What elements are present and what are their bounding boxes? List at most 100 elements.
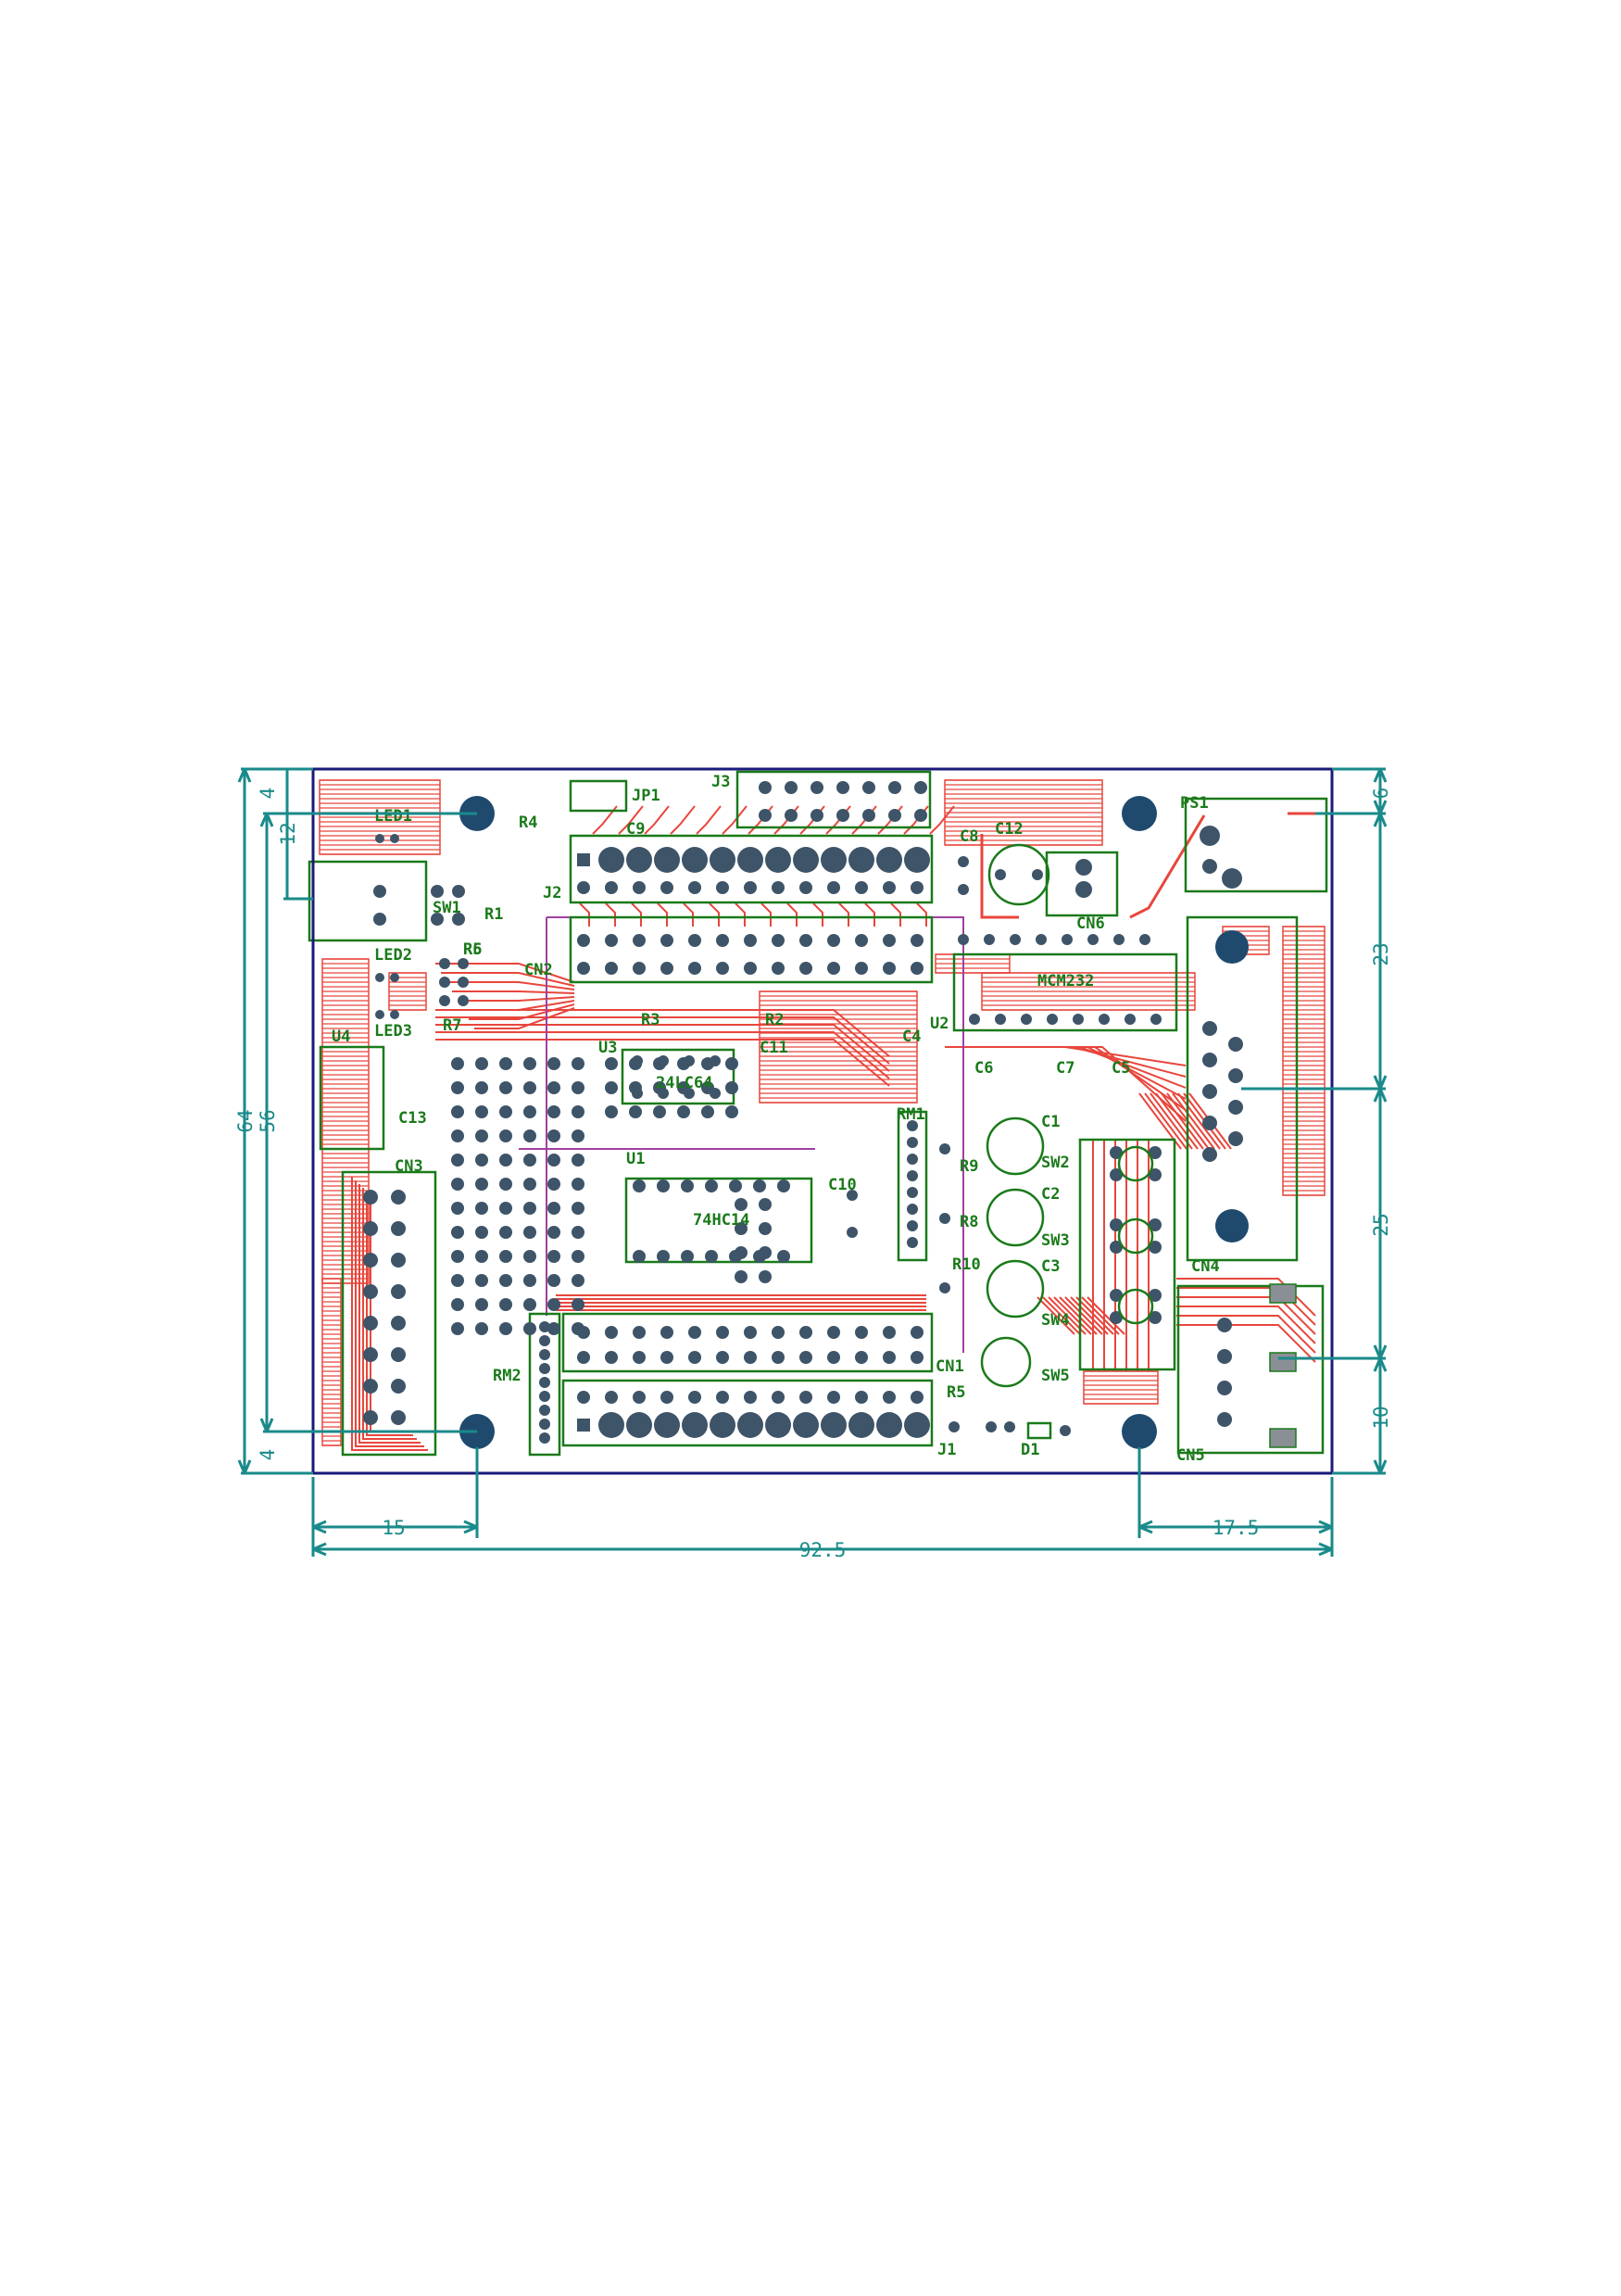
cn2-pin	[633, 962, 646, 975]
j3-pin	[888, 809, 901, 822]
sw1-pad	[431, 885, 444, 898]
u3-pin	[710, 1055, 721, 1066]
label-led2: LED2	[374, 946, 412, 965]
proto-pad	[547, 1081, 560, 1094]
cn1-pin	[772, 1351, 785, 1364]
ps1-pin	[1200, 826, 1220, 846]
cn3-pin	[363, 1379, 378, 1394]
c3-outline	[986, 1259, 1045, 1318]
u1-pin	[753, 1180, 766, 1192]
copper-trace	[644, 805, 670, 835]
dimension-lines	[237, 767, 1388, 1557]
mcm232-pin	[1113, 934, 1125, 945]
proto-pad	[677, 1105, 690, 1118]
proto-pad	[572, 1250, 584, 1263]
proto-pad	[735, 1222, 748, 1235]
proto-pad	[547, 1298, 560, 1311]
proto-pad	[547, 1202, 560, 1215]
cn2-pin	[883, 962, 896, 975]
copper-trace	[670, 805, 696, 835]
mcm232-pin	[1150, 1014, 1162, 1025]
rm2-pin	[539, 1363, 550, 1374]
proto-pad	[523, 1226, 536, 1239]
cn5-outline	[1176, 1284, 1325, 1455]
proto-pad	[475, 1274, 488, 1287]
j1-pin	[710, 1412, 735, 1438]
dimension-line	[1373, 800, 1388, 827]
mcm232-pin	[984, 934, 995, 945]
proto-pad	[735, 1270, 748, 1283]
label-cn1: CN1	[936, 1357, 964, 1376]
cn1-pin	[799, 1351, 812, 1364]
label-c1: C1	[1041, 1113, 1060, 1131]
proto-pad	[451, 1298, 464, 1311]
copper-trace	[1144, 1092, 1187, 1150]
rm1-pin	[907, 1220, 918, 1231]
copper-trace	[435, 1016, 890, 1065]
j1-pin	[848, 1412, 874, 1438]
proto-pad	[451, 1129, 464, 1142]
rm2-pin	[539, 1391, 550, 1402]
label-cn5: CN5	[1176, 1446, 1205, 1465]
cn3-pin	[391, 1316, 406, 1331]
proto-pad	[725, 1081, 738, 1094]
cn1-pin	[660, 1351, 673, 1364]
rm2-pin	[539, 1321, 550, 1332]
proto-pad	[547, 1178, 560, 1191]
copper-trace	[735, 902, 746, 927]
label-u1: U1	[626, 1150, 645, 1168]
label-c6: C6	[974, 1059, 993, 1078]
cn1-pin	[827, 1351, 840, 1364]
proto-pad	[523, 1298, 536, 1311]
label-led3: LED3	[374, 1022, 412, 1041]
j2-pin	[688, 881, 701, 894]
dimension-line	[312, 1520, 478, 1534]
proto-pad	[605, 1105, 618, 1118]
j1-pin	[799, 1391, 812, 1404]
copper-trace	[358, 1184, 421, 1444]
mcm232-pin	[1125, 1014, 1136, 1025]
label-c8: C8	[960, 827, 978, 846]
copper-trace	[722, 805, 748, 835]
j1-pin	[605, 1391, 618, 1404]
mcm232-pin	[1036, 934, 1047, 945]
j3-pin	[810, 809, 823, 822]
mcm232-outline	[952, 952, 1178, 1032]
cn3-pin	[391, 1253, 406, 1268]
proto-pad	[547, 1057, 560, 1070]
dimension-left_bottom_edge: 4	[257, 1449, 279, 1461]
proto-pad	[523, 1322, 536, 1335]
rm2-pin	[539, 1432, 550, 1444]
cn2-pin	[744, 962, 757, 975]
u1-pin	[729, 1250, 742, 1263]
proto-pad	[572, 1298, 584, 1311]
copper-trace	[605, 902, 616, 927]
copper-trace	[1172, 1092, 1215, 1150]
j2-pin	[883, 881, 896, 894]
proto-pad	[451, 1081, 464, 1094]
cn2-pin	[605, 962, 618, 975]
mcm232-pin	[1010, 934, 1021, 945]
label-u3: U3	[598, 1039, 617, 1057]
j2-pin	[799, 881, 812, 894]
mcm232-pin	[969, 1014, 980, 1025]
smd-switch	[1269, 1428, 1297, 1448]
j3-pin	[810, 781, 823, 794]
dimension-line	[1138, 1520, 1333, 1534]
copper-trace	[474, 1007, 575, 1029]
hatch-area	[1083, 1370, 1159, 1405]
j3-pin	[914, 809, 927, 822]
j3-pin	[862, 809, 875, 822]
label-cn4: CN4	[1191, 1257, 1220, 1276]
proto-pad	[451, 1274, 464, 1287]
d1-outline	[1026, 1421, 1052, 1440]
label-sw5: SW5	[1041, 1367, 1070, 1385]
cn2-pin	[688, 934, 701, 947]
cn3-pin	[391, 1410, 406, 1425]
cn1-pin	[911, 1351, 924, 1364]
copper-trace	[1150, 1092, 1193, 1150]
component-pad	[958, 884, 969, 895]
j1-pin	[744, 1391, 757, 1404]
cn3-pin	[391, 1347, 406, 1362]
j1-outline	[561, 1379, 934, 1447]
